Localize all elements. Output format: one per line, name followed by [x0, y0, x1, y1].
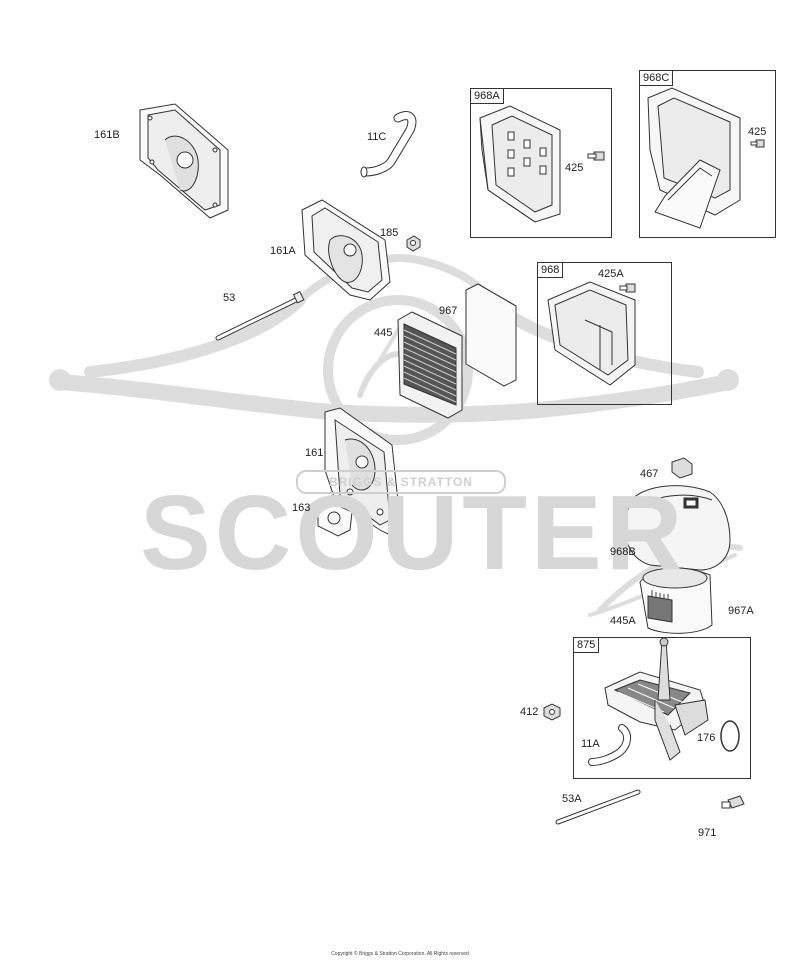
box-968A: 968A: [470, 88, 612, 238]
label-176[interactable]: 176: [697, 732, 716, 744]
stud-53A[interactable]: [555, 789, 641, 825]
label-161B[interactable]: 161B: [94, 129, 120, 141]
air-cleaner-base-968C[interactable]: [647, 87, 741, 229]
label-161[interactable]: 161: [305, 447, 324, 459]
air-cleaner-base-875[interactable]: [604, 637, 709, 761]
label-425A[interactable]: 425A: [598, 268, 624, 280]
box-968C-label: 968C: [639, 70, 674, 86]
label-11C[interactable]: 11C: [367, 131, 387, 143]
fitting-971[interactable]: [721, 795, 745, 809]
label-425-968A[interactable]: 425: [565, 162, 584, 174]
nut-412[interactable]: [543, 703, 561, 721]
pre-cleaner-967[interactable]: [465, 283, 517, 387]
box-875: 875: [573, 637, 751, 779]
label-971[interactable]: 971: [698, 827, 717, 839]
label-412[interactable]: 412: [520, 706, 539, 718]
box-968: 968: [537, 262, 672, 405]
label-445[interactable]: 445: [374, 327, 393, 339]
breather-tube-11C[interactable]: [360, 111, 417, 178]
valve-cover-161B[interactable]: [139, 103, 229, 219]
gasket-163[interactable]: [317, 501, 353, 537]
watermark-brand-badge: BRIGGS & STRATTON: [296, 470, 506, 494]
label-968B[interactable]: 968B: [610, 546, 636, 558]
label-967A[interactable]: 967A: [728, 605, 754, 617]
label-445A[interactable]: 445A: [610, 615, 636, 627]
breather-tube-11A[interactable]: [588, 724, 631, 766]
box-968A-label: 968A: [470, 88, 504, 104]
nut-185[interactable]: [406, 235, 421, 252]
box-875-label: 875: [573, 637, 600, 653]
o-ring-176[interactable]: [720, 720, 740, 752]
screw-425-968A[interactable]: [587, 151, 605, 161]
watermark-text: SCOUTER: [140, 474, 687, 592]
label-161A[interactable]: 161A: [270, 245, 296, 257]
air-cleaner-cover-968B[interactable]: [623, 485, 731, 571]
screw-425-968C[interactable]: [750, 139, 765, 148]
label-53A[interactable]: 53A: [562, 793, 582, 805]
screw-425A[interactable]: [619, 283, 636, 293]
valve-cover-161A[interactable]: [301, 199, 391, 301]
box-968C: 968C: [639, 70, 776, 238]
label-467[interactable]: 467: [640, 468, 659, 480]
label-11A[interactable]: 11A: [581, 738, 600, 750]
label-163[interactable]: 163: [292, 502, 311, 514]
air-cleaner-cover-968[interactable]: [547, 281, 636, 386]
air-cleaner-base-968A[interactable]: [479, 105, 561, 223]
label-53[interactable]: 53: [223, 292, 236, 304]
air-filter-445[interactable]: [397, 311, 463, 419]
label-967[interactable]: 967: [439, 305, 458, 317]
box-968-label: 968: [537, 262, 564, 278]
stud-53[interactable]: [215, 290, 305, 341]
copyright-notice: Copyright © Briggs & Stratton Corporatio…: [331, 951, 469, 957]
label-425-968C[interactable]: 425: [748, 126, 767, 138]
label-185[interactable]: 185: [380, 227, 399, 239]
knob-467[interactable]: [671, 457, 693, 479]
air-filter-445A[interactable]: [639, 567, 713, 634]
